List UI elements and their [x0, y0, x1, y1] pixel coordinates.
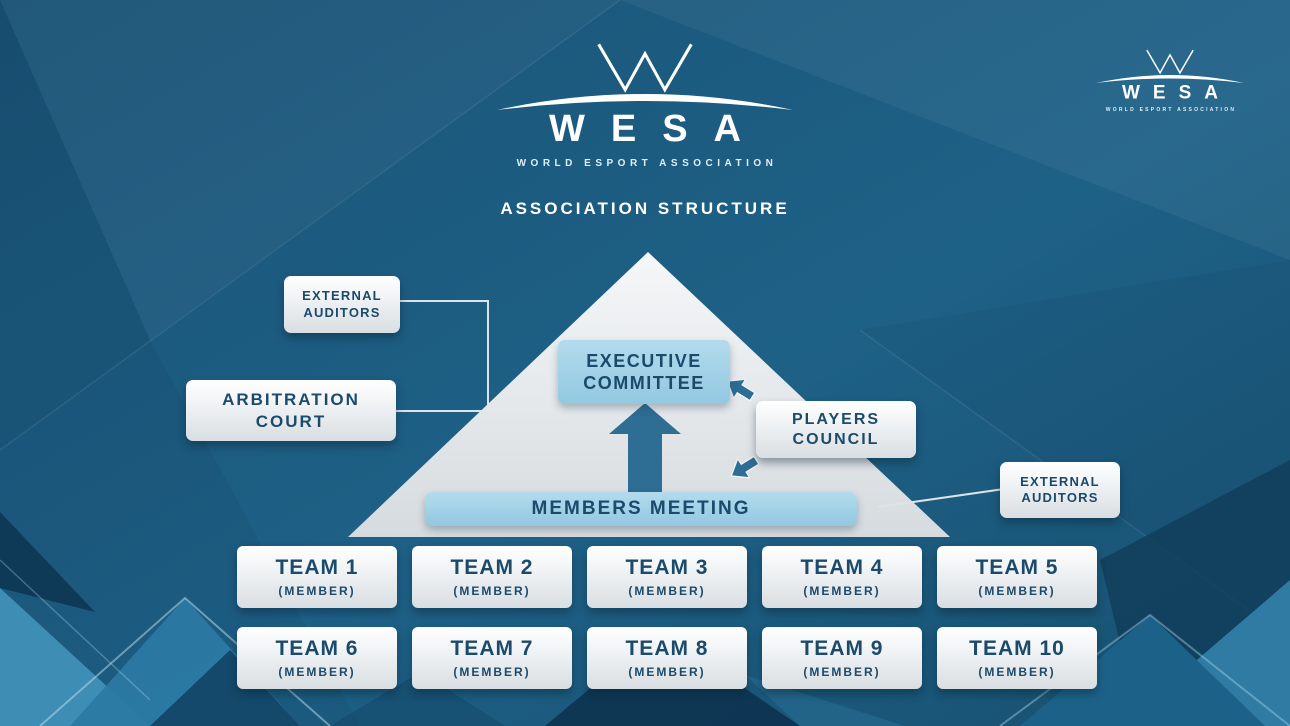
external-auditors-right-box: EXTERNAL AUDITORS [1000, 462, 1120, 518]
executive-committee-box: EXECUTIVE COMMITTEE [558, 340, 730, 404]
box-label-line: PLAYERS [791, 410, 881, 428]
team-name: TEAM 9 [800, 637, 884, 661]
players-council-up-arrow-icon [726, 378, 756, 402]
team-role: (MEMBER) [453, 583, 531, 598]
box-label-line: EXTERNAL [302, 288, 382, 304]
team-role: (MEMBER) [803, 664, 881, 679]
teams-grid: TEAM 1 (MEMBER) TEAM 2 (MEMBER) TEAM 3 (… [237, 546, 1097, 689]
team-box-8: TEAM 8 (MEMBER) [587, 627, 747, 689]
team-name: TEAM 3 [625, 556, 709, 580]
team-box-3: TEAM 3 (MEMBER) [587, 546, 747, 608]
team-role: (MEMBER) [278, 583, 356, 598]
team-name: TEAM 10 [969, 637, 1065, 661]
team-box-9: TEAM 9 (MEMBER) [762, 627, 922, 689]
team-name: TEAM 4 [800, 556, 884, 580]
team-box-1: TEAM 1 (MEMBER) [237, 546, 397, 608]
team-box-2: TEAM 2 (MEMBER) [412, 546, 572, 608]
box-label-line: EXECUTIVE [586, 350, 702, 371]
team-box-5: TEAM 5 (MEMBER) [937, 546, 1097, 608]
team-name: TEAM 5 [975, 556, 1059, 580]
page-title: ASSOCIATION STRUCTURE [500, 199, 790, 218]
box-label-line: COMMITTEE [583, 373, 705, 393]
members-meeting-bar: MEMBERS MEETING [425, 492, 857, 526]
team-name: TEAM 1 [275, 556, 359, 580]
bg-bottom-left-mountains [0, 512, 331, 726]
team-role: (MEMBER) [453, 664, 531, 679]
team-name: TEAM 6 [275, 637, 359, 661]
team-box-7: TEAM 7 (MEMBER) [412, 627, 572, 689]
members-to-executive-arrow-icon [609, 403, 681, 492]
wesa-logo-small: WESA WORLD ESPORT ASSOCIATION [1090, 48, 1250, 113]
connector-external-auditors-left [400, 300, 489, 428]
team-name: TEAM 8 [625, 637, 709, 661]
team-role: (MEMBER) [803, 583, 881, 598]
wesa-swoosh-icon [1096, 75, 1244, 83]
team-role: (MEMBER) [628, 664, 706, 679]
team-box-10: TEAM 10 (MEMBER) [937, 627, 1097, 689]
wesa-w-mark-icon [1146, 49, 1194, 75]
wesa-brand-text: WESA [1122, 82, 1231, 103]
team-box-6: TEAM 6 (MEMBER) [237, 627, 397, 689]
wesa-w-mark-icon [597, 43, 693, 93]
connector-external-auditors-right [877, 488, 1005, 508]
players-council-box: PLAYERS COUNCIL [756, 401, 916, 458]
wesa-tagline-text: WORLD ESPORT ASSOCIATION [1105, 107, 1237, 113]
wesa-logo: WESA WORLD ESPORT ASSOCIATION [485, 40, 805, 169]
box-label-line: MEMBERS MEETING [531, 498, 751, 520]
wesa-tagline-text: WORLD ESPORT ASSOCIATION [516, 158, 778, 169]
box-label-line: ARBITRATION [222, 390, 360, 410]
team-role: (MEMBER) [978, 664, 1056, 679]
box-label-line: EXTERNAL [1020, 473, 1100, 489]
team-name: TEAM 2 [450, 556, 534, 580]
team-role: (MEMBER) [978, 583, 1056, 598]
box-label-line: COUNCIL [792, 430, 880, 448]
team-role: (MEMBER) [628, 583, 706, 598]
arbitration-court-box: ARBITRATION COURT [186, 380, 396, 441]
wesa-brand-text: WESA [549, 108, 767, 150]
players-council-down-arrow-icon [730, 455, 760, 479]
team-name: TEAM 7 [450, 637, 534, 661]
external-auditors-left-box: EXTERNAL AUDITORS [284, 276, 400, 333]
team-box-4: TEAM 4 (MEMBER) [762, 546, 922, 608]
box-label-line: AUDITORS [1021, 490, 1099, 505]
bg-bottom-right-mountains [999, 460, 1290, 726]
box-label-line: COURT [255, 411, 327, 431]
wesa-swoosh-icon [497, 94, 793, 110]
team-role: (MEMBER) [278, 664, 356, 679]
box-label-line: AUDITORS [303, 304, 381, 320]
